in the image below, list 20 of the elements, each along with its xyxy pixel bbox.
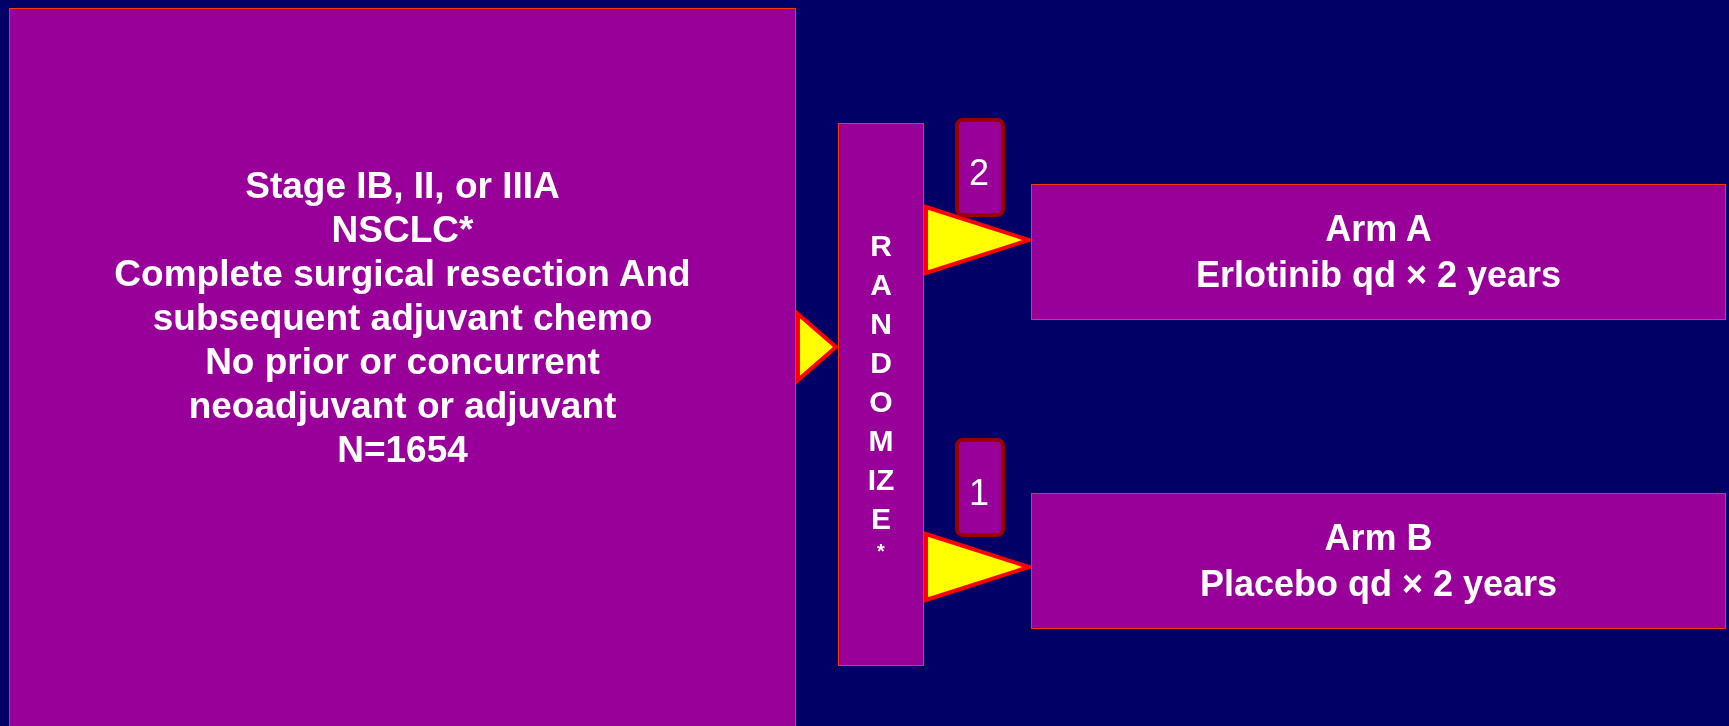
ratio-number: 2 <box>968 153 990 193</box>
randomize-label: R A N D O M IZ E <box>866 227 896 537</box>
arm-title: Arm A <box>1324 207 1433 251</box>
criteria-text: No prior or concurrent neoadjuvant or adjuvant <box>187 340 618 428</box>
ratio-box <box>955 438 1005 537</box>
ratio-number: 1 <box>968 473 990 513</box>
treatment-text: Erlotinib qd × 2 years <box>1194 253 1563 297</box>
triangle-arrow <box>796 309 840 385</box>
randomize-box <box>838 123 924 666</box>
criteria-text: Stage IB, II, or IIIA <box>244 164 561 208</box>
footnote-mark: * <box>876 538 886 564</box>
ratio-box <box>955 118 1005 217</box>
arm-box <box>1031 184 1726 320</box>
criteria-text: N=1654 <box>336 428 469 472</box>
criteria-text: NSCLC* <box>330 208 475 252</box>
treatment-text: Placebo qd × 2 years <box>1198 562 1559 606</box>
eligibility-box <box>9 8 796 726</box>
criteria-text: Complete surgical resection And subsequent adjuvant chemo <box>113 252 692 340</box>
arm-box <box>1031 493 1726 629</box>
arm-title: Arm B <box>1323 516 1434 560</box>
